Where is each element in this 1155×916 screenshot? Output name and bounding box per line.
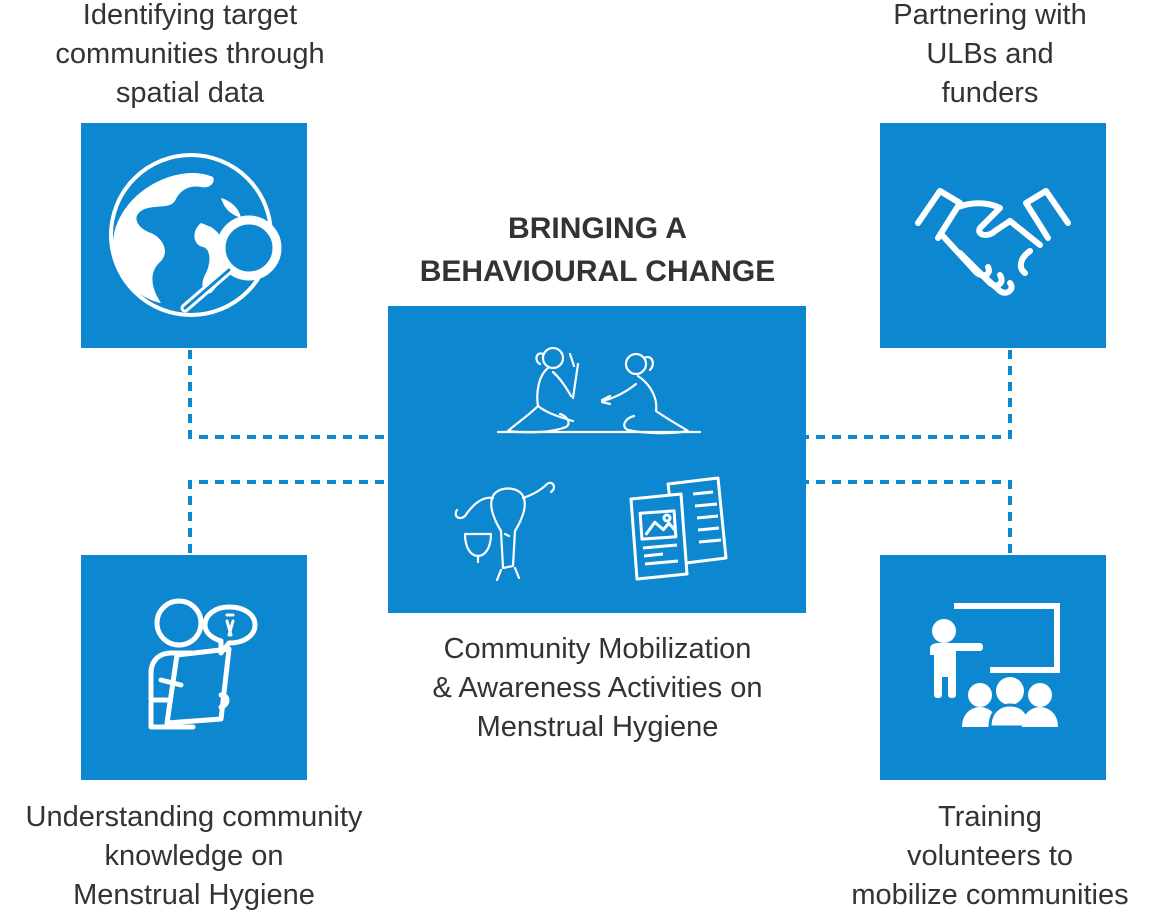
top-left-label: Identifying target communities through s… bbox=[15, 0, 365, 113]
top-right-label-line3: funders bbox=[941, 77, 1039, 109]
center-caption: Community Mobilization & Awareness Activ… bbox=[360, 630, 835, 747]
bottom-left-box bbox=[81, 555, 307, 780]
bottom-right-label-line3: mobilize communities bbox=[851, 879, 1129, 911]
center-title: BRINGING A BEHAVIOURAL CHANGE bbox=[330, 207, 865, 293]
handshake-icon bbox=[915, 188, 1071, 296]
top-left-label-line1: Identifying target bbox=[82, 0, 298, 31]
globe-magnifier-icon bbox=[109, 153, 282, 317]
center-caption-line1: Community Mobilization bbox=[443, 633, 752, 665]
center-box bbox=[388, 306, 806, 613]
top-right-label-line1: Partnering with bbox=[893, 0, 1087, 31]
bottom-left-label-line1: Understanding community bbox=[25, 801, 363, 833]
top-right-label: Partnering with ULBs and funders bbox=[835, 0, 1145, 113]
bottom-right-label: Training volunteers to mobilize communit… bbox=[825, 798, 1155, 915]
top-left-label-line3: spatial data bbox=[115, 77, 265, 109]
brochure-icon bbox=[629, 476, 728, 581]
presentation-audience-icon bbox=[930, 603, 1060, 729]
bottom-right-box bbox=[880, 555, 1106, 780]
top-right-box bbox=[880, 123, 1106, 348]
uterus-cup-icon bbox=[454, 481, 556, 582]
bottom-right-label-line1: Training bbox=[938, 801, 1042, 833]
top-right-label-line2: ULBs and bbox=[926, 38, 1054, 70]
center-caption-line3: Menstrual Hygiene bbox=[476, 711, 719, 743]
person-clipboard-speech-icon bbox=[148, 598, 258, 730]
center-title-line1: BRINGING A bbox=[508, 212, 687, 245]
top-left-label-line2: communities through bbox=[55, 38, 325, 70]
bottom-right-label-line2: volunteers to bbox=[906, 840, 1074, 872]
two-women-talking-icon bbox=[496, 346, 702, 435]
bottom-left-label: Understanding community knowledge on Men… bbox=[0, 798, 388, 915]
bottom-left-label-line3: Menstrual Hygiene bbox=[73, 879, 315, 911]
top-left-box bbox=[81, 123, 307, 348]
bottom-left-label-line2: knowledge on bbox=[104, 840, 284, 872]
center-title-line2: BEHAVIOURAL CHANGE bbox=[419, 255, 776, 288]
center-caption-line2: & Awareness Activities on bbox=[432, 672, 763, 704]
